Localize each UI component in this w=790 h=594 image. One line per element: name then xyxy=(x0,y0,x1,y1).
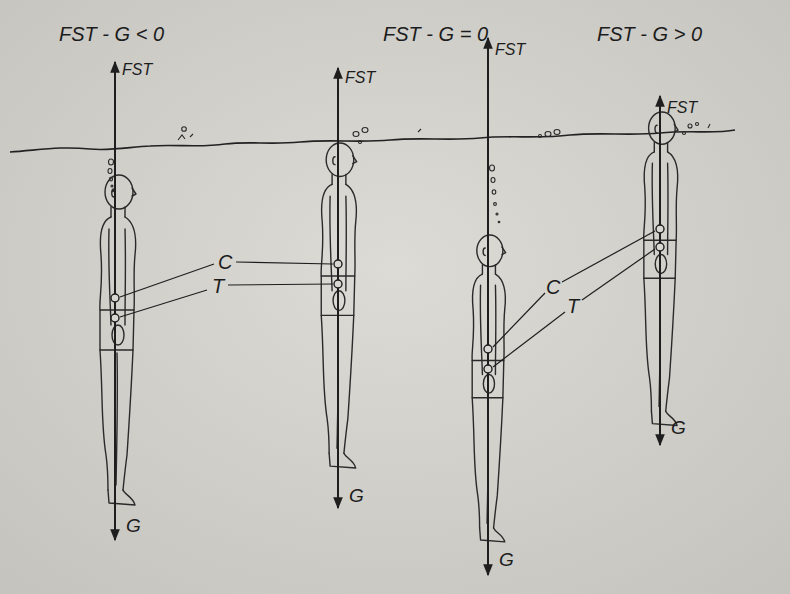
condition-heading: FST - G = 0 xyxy=(383,23,488,45)
point-label: C xyxy=(546,276,560,298)
force-label: FST xyxy=(667,99,697,117)
point-label: T xyxy=(567,295,579,317)
condition-heading: FST - G > 0 xyxy=(597,23,702,45)
force-arrows xyxy=(115,38,660,575)
point-label: T xyxy=(212,275,224,297)
water-surface xyxy=(10,130,735,152)
force-label: FST xyxy=(345,69,375,87)
ripples xyxy=(178,124,710,140)
leader-lines xyxy=(120,231,655,367)
point-label: C xyxy=(218,251,232,273)
force-arrow xyxy=(659,96,661,445)
condition-heading: FST - G < 0 xyxy=(59,23,164,45)
center-points xyxy=(111,225,664,373)
force-label: G xyxy=(671,418,686,439)
force-label: G xyxy=(349,486,364,507)
force-label: FST xyxy=(122,61,152,79)
bubbles xyxy=(108,123,699,223)
force-arrow xyxy=(487,38,489,575)
force-label: G xyxy=(499,550,514,571)
force-label: G xyxy=(126,516,141,537)
swimmer-figure xyxy=(100,175,136,505)
force-label: FST xyxy=(495,41,525,59)
